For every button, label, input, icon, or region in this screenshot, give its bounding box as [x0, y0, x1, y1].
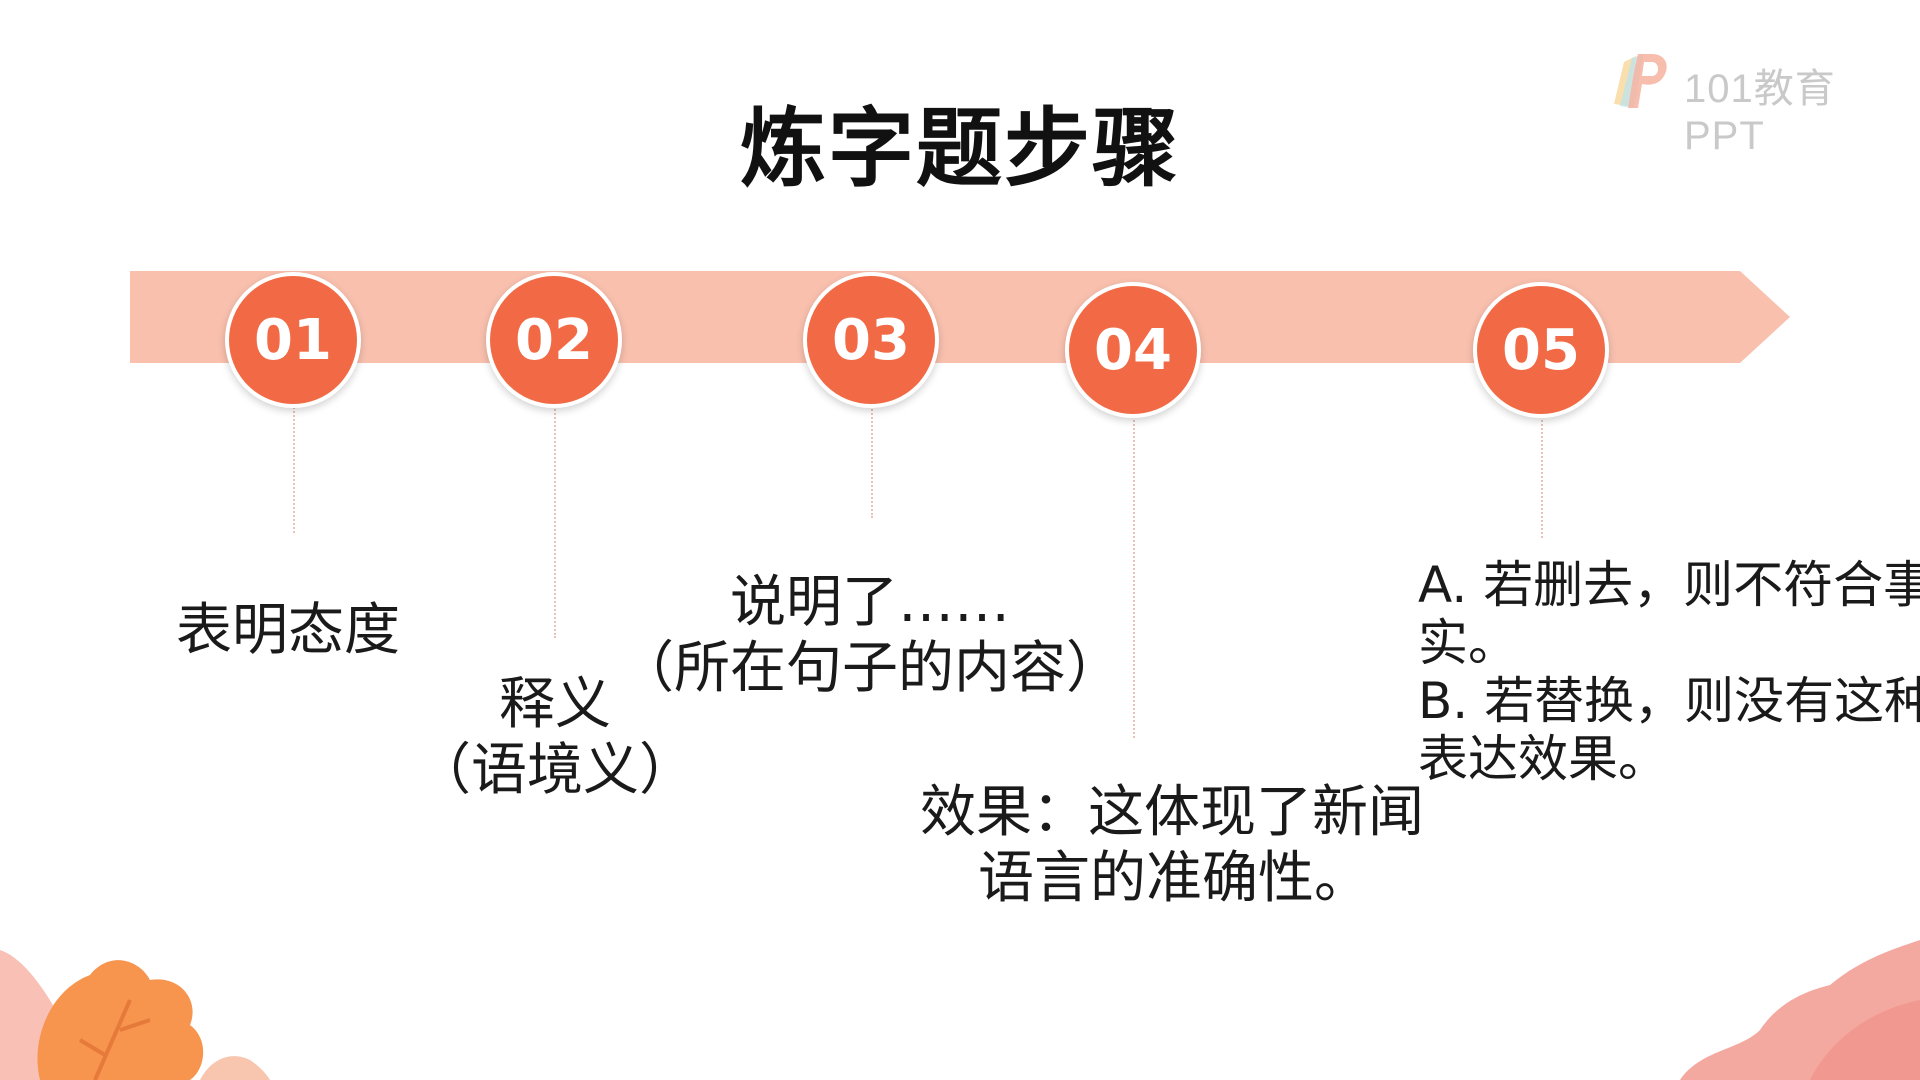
step-02-line-2: （语境义） [415, 738, 695, 803]
brand-logo: 101教育PPT [1606, 44, 1906, 158]
autumn-leaf-decoration-right [1680, 940, 1920, 1080]
step-03-text: 说明了…… （所在句子的内容） [600, 570, 1140, 702]
step-04-line-2: 语言的准确性。 [978, 846, 1370, 911]
step-04-number: 04 [1094, 317, 1172, 383]
step-03-line-1: 说明了…… [730, 570, 1010, 635]
page-title: 炼字题步骤 [740, 99, 1180, 199]
step-05-line-4: 表达效果。 [1418, 730, 1668, 788]
logo-text: 101教育PPT [1684, 67, 1836, 158]
step-02-line-1: 释义 [499, 672, 611, 737]
connector-04 [1133, 408, 1135, 738]
step-05-line-2: 实。 [1418, 614, 1518, 672]
step-03-number: 03 [832, 307, 910, 373]
step-04-line-1: 效果：这体现了新闻 [920, 780, 1424, 845]
step-01-number: 01 [254, 307, 332, 373]
step-01-text: 表明态度 [176, 598, 400, 663]
step-05-text: A. 若删去，则不符合事 实。 B. 若替换，则没有这种 表达效果。 [1418, 556, 1920, 788]
connector-03 [871, 398, 873, 518]
connector-01 [293, 398, 295, 533]
step-04-circle: 04 [1065, 282, 1201, 418]
step-05-circle: 05 [1473, 282, 1609, 418]
autumn-leaf-decoration-left [0, 950, 270, 1080]
step-03-circle: 03 [803, 272, 939, 408]
step-05-line-1: A. 若删去，则不符合事 [1418, 556, 1920, 614]
connector-02 [554, 398, 556, 638]
step-04-text: 效果：这体现了新闻 语言的准确性。 [920, 780, 1424, 912]
step-01-circle: 01 [225, 272, 361, 408]
step-02-circle: 02 [486, 272, 622, 408]
step-05-number: 05 [1502, 317, 1580, 383]
step-03-line-2: （所在句子的内容） [618, 636, 1122, 701]
step-02-text: 释义 （语境义） [410, 672, 700, 804]
logo-p-icon [1614, 54, 1667, 108]
connector-05 [1541, 408, 1543, 538]
step-02-number: 02 [515, 307, 593, 373]
step-05-line-3: B. 若替换，则没有这种 [1418, 672, 1920, 730]
